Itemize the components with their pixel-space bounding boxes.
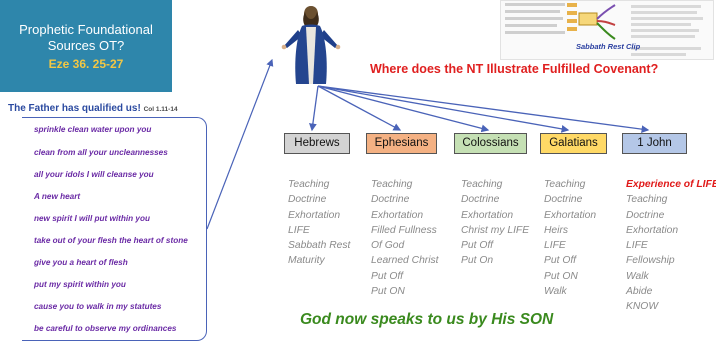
ot-sources-title-line2: Sources OT? [47,38,125,53]
column-item: Teaching [461,179,503,190]
column-item: Sabbath Rest [288,240,351,252]
column-item: Doctrine [288,194,327,206]
column-item: Of God [371,240,405,252]
verse-item: put my spirit within you [34,280,126,289]
column-item: Exhortation [371,209,424,221]
colossians-column: Teaching Doctrine Exhortation Christ my … [461,177,529,269]
column-item: Put Off [371,270,404,282]
column-item: Doctrine [371,194,410,206]
column-item: Walk [626,270,649,282]
book-box-1-john: 1 John [622,133,687,154]
column-item: Learned Christ [371,255,439,267]
column-item: Put Off [461,240,494,252]
column-item: Maturity [288,255,325,267]
verse-item: be careful to observe my ordinances [34,324,177,333]
verse-item: take out of your flesh the heart of ston… [34,236,188,245]
arrow-to-colossians [317,85,490,133]
experience-of-life-label: Experience of LIFE [626,179,716,190]
question-heading: Where does the NT Illustrate Fulfilled C… [370,62,659,76]
qualified-reference: Col 1.11-14 [143,106,178,113]
column-item: Exhortation [544,209,597,221]
column-item: Put ON [544,270,578,282]
verses-bracket [22,117,207,341]
column-item: Teaching [626,194,668,206]
book-box-hebrews: Hebrews [284,133,350,154]
column-item: KNOW [626,301,659,313]
qualified-heading-text: The Father has qualified us! [8,103,141,114]
galatians-column: Teaching Doctrine Exhortation Heirs LIFE… [544,177,596,299]
column-item: Exhortation [288,209,341,221]
arrow-to-1-john [317,85,650,134]
ot-sources-title-line1: Prophetic Foundational [19,22,153,37]
column-item: Heirs [544,224,569,236]
verse-item: sprinkle clean water upon you [34,125,152,134]
ot-sources-title: Prophetic Foundational Sources OT? [0,22,172,54]
verse-item: new spirit I will put within you [34,214,150,223]
thumbnail-diagram [505,3,703,56]
book-box-galatians: Galatians [540,133,607,154]
column-item: Exhortation [626,224,679,236]
arrow-to-hebrews [309,85,319,132]
column-item: Put ON [371,286,405,298]
column-item: Doctrine [544,194,583,206]
column-item: Put On [461,255,494,267]
column-item: Walk [544,286,567,298]
column-item: Teaching [288,179,330,190]
column-item: Abide [626,286,653,298]
sabbath-rest-clip-label[interactable]: Sabbath Rest Clip [576,42,641,51]
verse-item: A new heart [34,192,81,201]
column-item: Doctrine [626,209,665,221]
column-item: Exhortation [461,209,514,221]
sabbath-rest-thumbnail: Sabbath Rest Clip [500,0,714,60]
column-item: Filled Fullness [371,224,437,236]
ephesians-column: Teaching Doctrine Exhortation Filled Ful… [371,177,439,299]
column-item: Doctrine [461,194,500,206]
column-item: Teaching [544,179,586,190]
column-item: LIFE [288,224,310,236]
ot-sources-reference: Eze 36. 25-27 [48,57,124,71]
column-item: Teaching [371,179,413,190]
column-item: LIFE [544,240,566,252]
jesus-figure-illustration [281,6,341,84]
column-item: LIFE [626,240,648,252]
column-item: Christ my LIFE [461,224,530,236]
arrow-to-ephesians [317,85,402,131]
book-box-colossians: Colossians [454,133,527,154]
arrow-to-galatians [317,85,570,133]
verse-item: all your idols I will cleanse you [34,170,154,179]
book-box-ephesians: Ephesians [366,133,437,154]
1-john-column: Experience of LIFE Teaching Doctrine Exh… [626,177,716,315]
footer-statement: God now speaks to us by His SON [300,311,554,328]
verse-item: give you a heart of flesh [34,258,128,267]
ot-sources-box: Prophetic Foundational Sources OT? Eze 3… [0,0,172,92]
bracket-to-jesus-arrow [206,58,274,230]
qualified-heading: The Father has qualified us! Col 1.11-14 [8,103,178,114]
verse-item: clean from all your uncleannesses [34,148,168,157]
column-item: Put Off [544,255,577,267]
hebrews-column: Teaching Doctrine Exhortation LIFE Sabba… [288,177,350,269]
verse-item: cause you to walk in my statutes [34,302,162,311]
column-item: Fellowship [626,255,675,267]
